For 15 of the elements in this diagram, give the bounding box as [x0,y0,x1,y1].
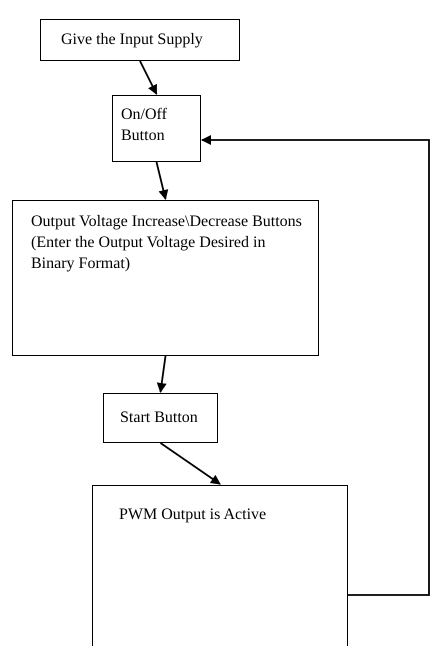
box-text: Give the Input Supply [61,30,204,50]
arrow [160,442,221,485]
arrow [156,356,167,393]
box-text: On/Off Button [121,105,168,146]
box-text: PWM Output is Active [119,505,268,525]
arrow [201,135,430,596]
box-text: Start Button [120,408,199,428]
process-box [103,393,218,443]
process-box [92,485,348,646]
box-text: Output Voltage Increase\Decrease Buttons (Enter the Output Voltage Desired in Binary Format) [31,212,303,274]
arrow [156,162,168,200]
arrow [139,60,158,95]
process-box [40,19,240,61]
process-box [12,200,319,356]
process-box [112,95,201,162]
